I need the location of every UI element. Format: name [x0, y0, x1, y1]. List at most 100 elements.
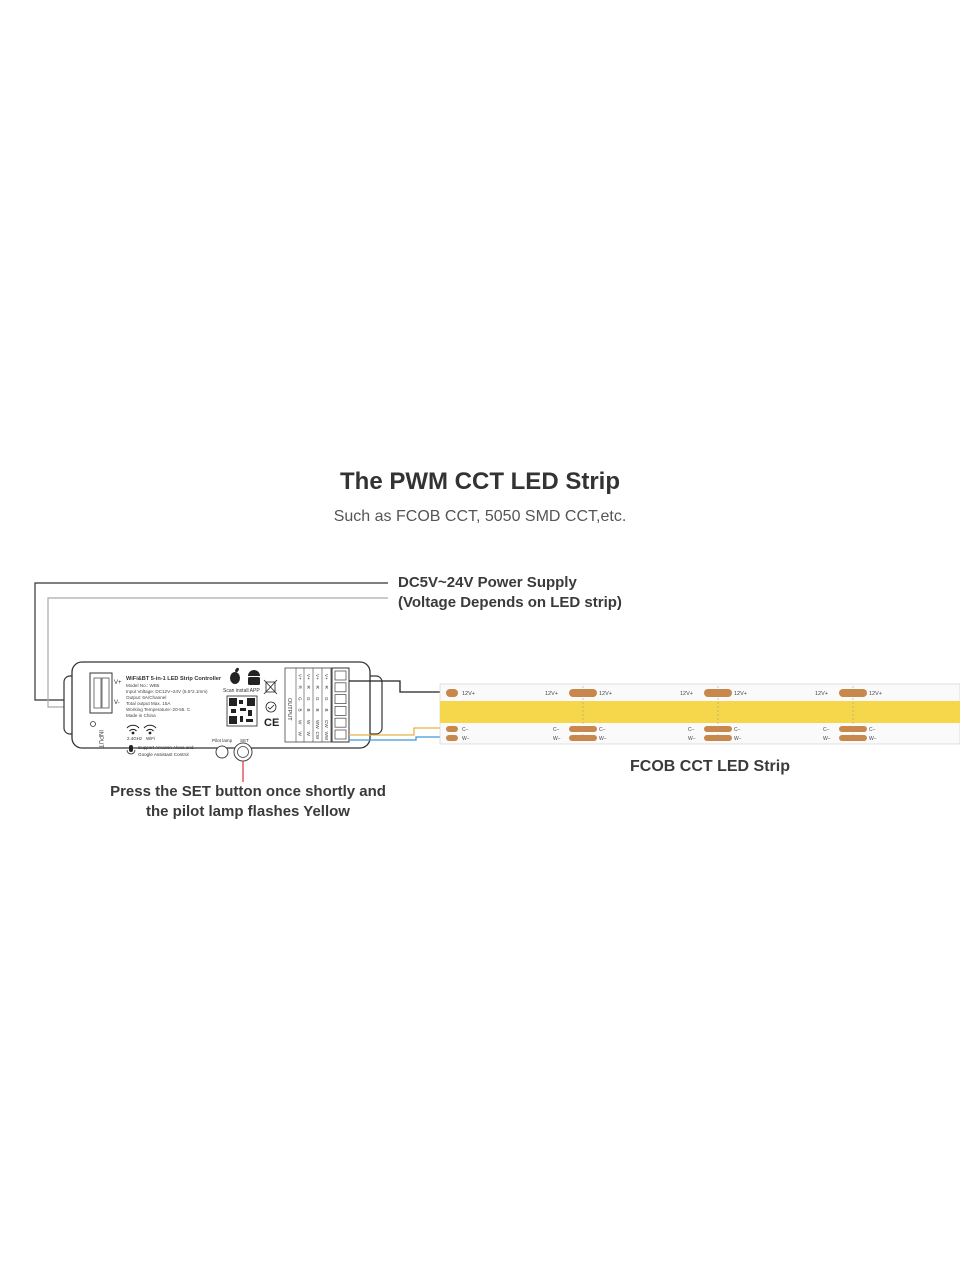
output-label: OUTPUT	[286, 698, 292, 721]
strip-pad-c-1	[446, 726, 458, 732]
strip-label-wminus-1: W−	[462, 736, 470, 742]
strip-pad-c-3	[704, 726, 732, 732]
press-instruction: Press the SET button once shortly and th…	[80, 782, 416, 822]
wifi-icon	[143, 724, 157, 735]
output-column-4-label-5: CW	[324, 720, 329, 728]
strip-label-cminus-left-2: C−	[553, 727, 560, 733]
press-instruction-line2: the pilot lamp flashes Yellow	[146, 803, 350, 820]
output-terminal-slot-5	[334, 717, 347, 728]
set-button-inner	[237, 746, 249, 758]
ce-mark: CE	[264, 717, 279, 729]
output-terminal-slot-1	[334, 670, 347, 681]
strip-label-vplus-left-2: 12V+	[545, 691, 558, 697]
press-instruction-line1: Press the SET button once shortly and	[110, 783, 386, 800]
led-strip-labels: 12V+ C− W− 12V+ C− W− 12V+ C− W− 12V+ C− W− 12V+ C− W−…	[462, 691, 882, 742]
output-column-3-label-5: WW	[315, 720, 320, 729]
set-label: SET	[240, 738, 249, 743]
output-column-3-label-3: G	[315, 697, 320, 701]
strip-label-cminus-2: C−	[599, 727, 606, 733]
strip-pad-w-1	[446, 735, 458, 741]
microphone-icon	[126, 745, 136, 755]
voice-line-2: Google Assistant Control	[138, 752, 189, 757]
output-terminal-slot-2	[334, 682, 347, 693]
output-column-1-label-4: B	[298, 709, 303, 712]
input-label: INPUT	[97, 730, 103, 748]
output-column-2-label-5: W	[306, 720, 311, 725]
output-column-1-label-2: R	[298, 686, 303, 690]
wifi-24ghz-icon	[126, 724, 140, 735]
input-v-minus: V-	[114, 700, 120, 706]
strip-label-vplus-left-3: 12V+	[680, 691, 693, 697]
output-terminal-slot-6	[334, 729, 347, 740]
strip-pad-c-2	[569, 726, 597, 732]
weee-bin-icon	[263, 679, 278, 695]
strip-label-wminus-left-4: W−	[823, 736, 831, 742]
spec-line-6: Made in China	[126, 713, 156, 718]
wire-cold-white	[349, 736, 442, 741]
strip-label-vplus-1: 12V+	[462, 691, 475, 697]
strip-label-vplus-4: 12V+	[869, 691, 882, 697]
output-column-4-label-2: R	[324, 686, 329, 690]
output-column-1-label-5: W	[298, 720, 303, 725]
dc-jack-icon	[90, 721, 96, 727]
output-column-4-label-1: V+	[324, 674, 329, 680]
pilot-lamp	[215, 745, 229, 759]
output-column-3-label-4: B	[315, 709, 320, 712]
strip-pad-c-4	[839, 726, 867, 732]
spec-line-2: Input Voltage: DC12V~24V (5.5*2.1mm)	[126, 689, 208, 694]
power-supply-line1: DC5V~24V Power Supply	[398, 574, 577, 591]
output-column-2-label-2: R	[306, 686, 311, 690]
strip-label-cminus-left-4: C−	[823, 727, 830, 733]
output-column-2-label-3: G	[306, 697, 311, 701]
strip-label-vplus-2: 12V+	[599, 691, 612, 697]
output-column-4-label-4: B	[324, 709, 329, 712]
wire-warm-white	[349, 727, 442, 736]
output-column-1-label-1: V+	[298, 674, 303, 680]
output-column-1-label-6: W	[298, 732, 303, 737]
output-column-3-label-6: CW	[315, 732, 320, 740]
spec-line-5: Working Temperature:-20-55. C	[126, 707, 191, 712]
output-column-1-label-3: G	[298, 697, 303, 701]
output-column-2-label-4: B	[306, 709, 311, 712]
output-terminal-slot-3	[334, 694, 347, 704]
diagram-title: The PWM CCT LED Strip	[340, 468, 620, 495]
voice-line-1: Support Amazon Alexa and	[138, 745, 194, 750]
strip-label-wminus-left-3: W−	[688, 736, 696, 742]
freq-label: 2.4GHz	[127, 736, 143, 741]
strip-pad-top-3	[704, 689, 732, 697]
qr-code-icon	[226, 695, 258, 727]
power-wire-positive	[34, 582, 388, 701]
controller-name: WiFi&BT 5-in-1 LED Strip Controller	[126, 676, 222, 682]
output-column-4-label-3: G	[324, 697, 329, 701]
android-icon	[248, 670, 260, 685]
output-column-2-label-6: W	[306, 732, 311, 737]
output-terminal-slot-4	[334, 706, 347, 716]
input-terminal-slot-1	[93, 677, 102, 709]
wire-v-plus	[349, 680, 442, 693]
spec-line-4: Total output Max. 15A	[126, 701, 171, 706]
output-column-2-label-1: V+	[306, 674, 311, 680]
strip-label-cminus-4: C−	[869, 727, 876, 733]
output-terminal-slots	[334, 670, 347, 740]
led-strip-cob	[440, 701, 960, 723]
strip-pad-top-2	[569, 689, 597, 697]
wifi-label: WiFi	[146, 736, 155, 741]
strip-label-wminus-2: W−	[599, 736, 607, 742]
scan-install-label: Scan install APP	[223, 688, 260, 694]
power-supply-line2: (Voltage Depends on LED strip)	[398, 594, 622, 611]
output-column-3-label-1: V+	[315, 674, 320, 680]
spec-line-1: Model No.: WB5	[126, 683, 160, 688]
strip-label-wminus-left-2: W−	[553, 736, 561, 742]
rohs-icon	[265, 701, 277, 713]
strip-label-cminus-left-3: C−	[688, 727, 695, 733]
spec-line-3: Output: 6A/Channel	[126, 695, 166, 700]
led-strip-pads	[446, 686, 867, 742]
controller-device: V+ V- INPUT WiFi&BT 5-in-1 LED Strip Con…	[63, 661, 383, 782]
output-column-3-label-2: R	[315, 686, 320, 690]
strip-label-cminus-3: C−	[734, 727, 741, 733]
strip-pad-top-1	[446, 689, 458, 697]
strip-label-vplus-3: 12V+	[734, 691, 747, 697]
led-strip: 12V+ C− W− 12V+ C− W− 12V+ C− W− 12V+ C− W− 12V+ C− W−…	[439, 683, 960, 745]
